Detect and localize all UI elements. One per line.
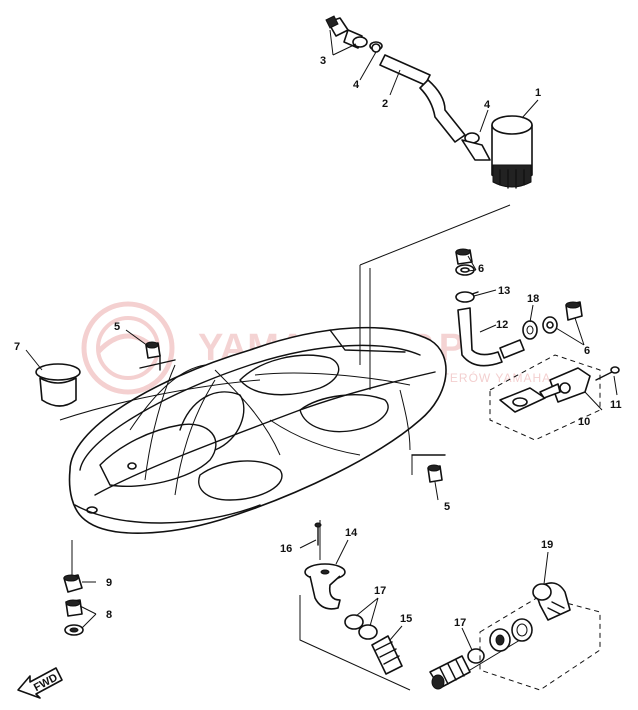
part-10-valve	[489, 354, 601, 441]
part-1-filter	[491, 115, 533, 189]
part-9-fitting	[63, 574, 83, 593]
part-18-clamp	[522, 320, 538, 340]
part-7-cup	[35, 363, 81, 407]
callout-2: 2	[382, 98, 388, 110]
callout-13: 13	[498, 285, 510, 297]
callout-8: 8	[106, 609, 112, 621]
part-12-hose	[457, 307, 525, 367]
vent-hoses	[59, 354, 446, 496]
callout-1: 1	[535, 87, 541, 99]
callout-15: 15	[400, 613, 412, 625]
callout-11: 11	[610, 399, 622, 411]
part-4-clamps	[371, 43, 491, 161]
callout-9: 9	[106, 577, 112, 589]
part-15-bellows	[371, 635, 471, 690]
part-16-screw	[314, 522, 322, 546]
callout-4-top: 4	[353, 79, 360, 91]
callout-5-right: 5	[444, 501, 450, 513]
callout-17-right: 17	[454, 617, 466, 629]
front-arrow-label: FWD	[32, 672, 60, 694]
callout-3: 3	[320, 55, 326, 67]
hull	[68, 326, 447, 534]
callout-10: 10	[578, 416, 590, 428]
callout-14: 14	[345, 527, 358, 539]
callout-4-filter: 4	[484, 99, 491, 111]
callout-16: 16	[280, 543, 292, 555]
callout-17-left: 17	[374, 585, 386, 597]
part-19-outlet	[479, 582, 601, 691]
callout-5-left: 5	[114, 321, 120, 333]
part-13-clamp	[455, 291, 479, 303]
part-8-fittings	[64, 599, 84, 636]
front-arrow: FWD	[17, 667, 63, 699]
callout-18: 18	[527, 293, 539, 305]
part-6-fittings	[455, 248, 583, 334]
part-2-hose	[379, 54, 466, 143]
callout-6-lower: 6	[584, 345, 590, 357]
callout-numbers: 1 2 3 4 4 5 5 6 6 7 8 9 10 11 12 13 14 1…	[14, 55, 622, 629]
callout-leaders	[25, 29, 618, 651]
part-5-plugs	[145, 341, 443, 483]
callout-6-upper: 6	[478, 263, 484, 275]
callout-7: 7	[14, 341, 20, 353]
leader-lines	[71, 204, 521, 691]
part-14-strainer	[304, 563, 346, 610]
callout-12: 12	[496, 319, 508, 331]
part-11-screw	[595, 366, 620, 381]
callout-19: 19	[541, 539, 553, 551]
